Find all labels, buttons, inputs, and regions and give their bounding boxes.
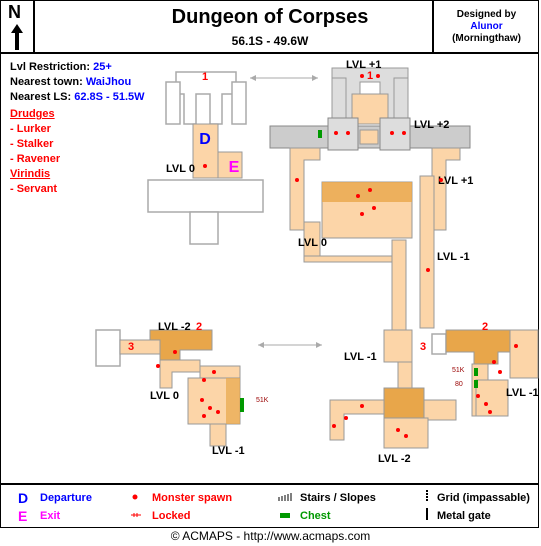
map-coordinates: 56.1S - 49.6W (231, 34, 309, 48)
restriction-label: Lvl Restriction: (10, 61, 91, 73)
compass-letter: N (8, 2, 21, 22)
north-arrow-icon (11, 24, 23, 50)
grid-icon (426, 490, 428, 502)
town-label: Nearest town: (10, 76, 83, 88)
exit-symbol: E (18, 508, 28, 524)
map-frame (0, 0, 539, 528)
chest-icon (280, 513, 290, 518)
level-label: LVL 0 (166, 163, 195, 175)
level-label: LVL -2 (158, 321, 191, 333)
footer-copyright: © ACMAPS - http://www.acmaps.com (170, 529, 371, 543)
bottom-right-section: LVL -1 3 2 51K 80 LVL -1 LVL -2 (329, 321, 539, 465)
label-num: 3 (128, 341, 134, 353)
legend-chest: Chest (300, 510, 331, 522)
legend-monster-spawn: Monster spawn (152, 492, 233, 504)
label-num: 2 (196, 321, 202, 333)
restriction-value: 25+ (93, 61, 112, 73)
group-name: Drudges (10, 108, 55, 120)
town-value: WaiJhou (85, 76, 132, 88)
chest-icon (474, 368, 478, 376)
legend-departure: Departure (40, 492, 92, 504)
chest-icon (318, 130, 322, 138)
legend-locked: Locked (152, 510, 191, 522)
group-member: - Lurker (10, 123, 51, 135)
ls-line: Nearest LS: 62.8S - 51.5W (10, 90, 145, 105)
group-member: - Ravener (10, 153, 61, 165)
locked-note: 51K (256, 397, 269, 404)
ls-label: Nearest LS: (10, 91, 72, 103)
chest-icon (240, 398, 244, 412)
legend-metal-gate: Metal gate (437, 510, 491, 522)
label-num: 1 (367, 70, 373, 82)
locked-note: 51K (452, 367, 465, 374)
departure-symbol: D (18, 490, 29, 506)
level-label: LVL +2 (414, 119, 449, 131)
level-label: LVL -1 (437, 251, 470, 263)
map-title: Dungeon of Corpses (171, 6, 369, 28)
label-num: 1 (202, 71, 208, 83)
group-member: - Stalker (10, 138, 54, 150)
info-panel: Lvl Restriction: 25+ Nearest town: WaiJh… (10, 60, 145, 197)
credit-box: Designed by Alunor (Morningthaw) (432, 0, 539, 54)
level-label: LVL 0 (298, 237, 327, 249)
designed-by-label: Designed by (456, 9, 517, 20)
level-label: LVL 0 (150, 390, 179, 402)
level-label: LVL -2 (378, 453, 411, 465)
level-label: LVL +1 (346, 59, 381, 71)
spawn-icon (132, 494, 138, 500)
legend-stairs: Stairs / Slopes (300, 492, 376, 504)
level-label: LVL -1 (506, 387, 539, 399)
top-left-section: 1 D E LVL 0 (147, 71, 264, 245)
compass: N (0, 0, 35, 54)
exit-marker: E (229, 159, 240, 176)
locked-note: 80 (455, 381, 463, 388)
stairs-icon (278, 493, 292, 501)
town-line: Nearest town: WaiJhou (10, 75, 145, 90)
bottom-left-section: LVL -2 2 3 LVL 0 LVL -1 51K (95, 321, 269, 457)
designer-name: Alunor (470, 21, 503, 32)
top-right-section: LVL +1 1 LVL +2 LVL +1 LVL 0 LVL -1 (269, 59, 473, 333)
legend-grid: Grid (impassable) (437, 492, 530, 504)
level-label: LVL +1 (438, 175, 473, 187)
level-label: LVL -1 (344, 351, 377, 363)
lock-icon (131, 513, 141, 517)
legend-exit: Exit (40, 510, 61, 522)
departure-marker: D (199, 131, 211, 148)
spawn-dot (203, 164, 207, 168)
label-num: 3 (420, 341, 426, 353)
legend: D Departure E Exit Monster spawn Locked … (0, 483, 539, 528)
level-label: LVL -1 (212, 445, 245, 457)
group-name: Virindis (10, 168, 51, 180)
label-num: 2 (482, 321, 488, 333)
metal-gate-icon (426, 508, 428, 520)
header: N Dungeon of Corpses 56.1S - 49.6W Desig… (0, 0, 539, 54)
dungeon-map: 1 D E LVL 0 LVL +1 1 LVL +2 LVL +1 LVL 0… (95, 59, 539, 465)
group-member: - Servant (10, 183, 58, 195)
chest-icon (474, 380, 478, 388)
restriction-line: Lvl Restriction: 25+ (10, 60, 145, 75)
designer-note: (Morningthaw) (452, 33, 521, 44)
ls-value: 62.8S - 51.5W (74, 91, 145, 103)
